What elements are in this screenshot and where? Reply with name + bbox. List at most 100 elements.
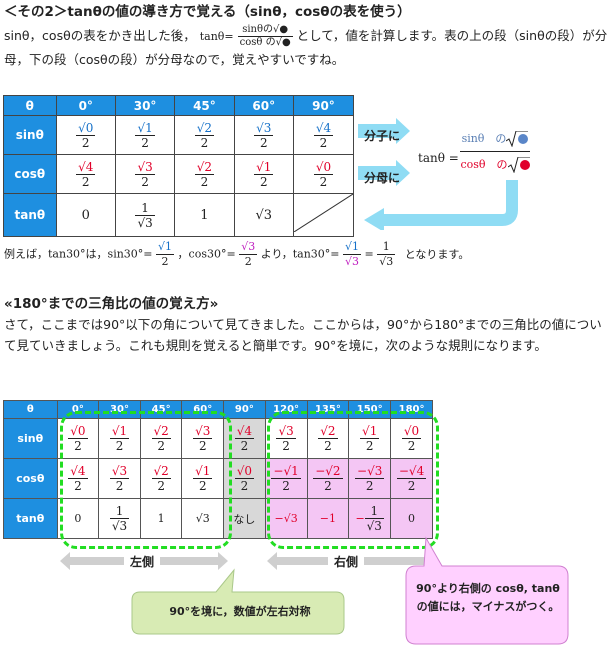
table2-corner: θ	[3, 400, 58, 419]
table1-den: 2	[259, 135, 268, 150]
table2-tan-value: 0	[56, 498, 100, 539]
table2-den: 2	[240, 439, 249, 453]
table2-den: 2	[365, 439, 374, 453]
arrow-right-top-icon	[358, 118, 410, 144]
table1-cos-num: √1	[254, 159, 274, 175]
pink-callout-bubble	[405, 536, 569, 645]
paragraph-2: さて，ここまでは90°以下の角について見てきました。ここからは，90°から180…	[4, 317, 602, 353]
table1-tan-den: √3	[137, 215, 153, 230]
table2-tan-value: 0	[390, 498, 433, 539]
table2-cos-num: √3	[109, 464, 130, 479]
table1-cos-num: √4	[76, 159, 96, 175]
tan-formula-den: cosθ の	[460, 152, 530, 174]
table2-cos-num: √2	[151, 464, 171, 479]
table1-corner: θ	[3, 95, 57, 116]
example-tail: となります。	[404, 247, 470, 261]
table2-cos-num: √0	[234, 464, 255, 479]
table1-angle: 60°	[233, 95, 294, 116]
left-group-outline	[60, 411, 232, 549]
table2-cos-num: −√1	[271, 464, 301, 479]
table2-den: 2	[282, 479, 290, 493]
tan-formula-lhs: tanθ =	[418, 151, 459, 165]
table1-tan90-empty	[292, 193, 355, 237]
example-mid1: ，cos30°=	[177, 247, 236, 261]
example-lead: 例えば，tan30°は，sin30°=	[4, 247, 153, 261]
table2-row-label-tan: tanθ	[3, 498, 58, 539]
table1-cos-num: √3	[135, 159, 155, 175]
table2-sin-num: √4	[234, 424, 255, 439]
example-tan-num: √1	[343, 240, 362, 255]
table1-angle: 90°	[292, 95, 355, 116]
table2-cos-num: −√4	[396, 464, 427, 479]
example-res-num: 1	[377, 240, 396, 255]
intro-paragraph: sinθ，cosθの表をかき出した後， tanθ= sinθの√● cosθ の…	[4, 24, 608, 70]
intro-text-a: sinθ，cosθの表をかき出した後，	[4, 28, 196, 43]
table1-sin-num: √4	[313, 120, 334, 136]
table1-angle: 0°	[55, 95, 116, 116]
table1-tan-value: 0	[55, 193, 116, 237]
table2-den: 2	[74, 479, 82, 493]
example-cos-num: √3	[239, 240, 258, 255]
arrows-diagram	[358, 118, 410, 186]
table1-den: 2	[200, 174, 209, 189]
label-denominator: 分母に	[364, 171, 401, 185]
pink-callout-text: 90°より右側の cosθ, tanθ の値には，マイナスがつく。	[416, 582, 560, 613]
table2-den: 2	[157, 479, 165, 493]
table2-angle: 45°	[139, 400, 183, 419]
example-eq: =	[364, 247, 374, 261]
table2-den: 2	[365, 479, 374, 493]
table1-sin-num: √3	[254, 120, 274, 136]
sqrt-red-dot-icon	[507, 156, 530, 174]
table2-sin-num: √1	[109, 424, 130, 439]
table2-cos-num: −√3	[355, 464, 385, 479]
table1-den: 2	[259, 174, 268, 189]
table1-sin-num: √2	[194, 120, 215, 136]
table1-cos-num: √0	[313, 159, 334, 175]
table2-tan-value: −√3	[264, 498, 308, 539]
table1-angle: 30°	[114, 95, 176, 116]
table2-den: 2	[407, 439, 416, 453]
table2-tan-value: √3	[181, 498, 225, 539]
table2-row-label-cos: cosθ	[3, 458, 58, 499]
section-2-title: ＜その2＞tanθの値の導き方で覚える（sinθ，cosθの表を使う）	[4, 4, 411, 20]
left-side-label: 左側	[124, 553, 161, 570]
table2-cos-num: √4	[68, 464, 88, 479]
table2-angle: 180°	[390, 400, 433, 419]
table2-tan150-sign: −	[355, 512, 365, 525]
table2-den: 2	[157, 439, 165, 453]
tan-formula-fraction: sinθ の cosθ の	[460, 130, 530, 174]
example-cos-den: 2	[244, 255, 252, 268]
table1-cos-num: √2	[194, 159, 215, 175]
table1-sin-num: √1	[135, 120, 155, 136]
table2-den: 2	[198, 479, 207, 493]
table2-sin-num: √2	[318, 424, 338, 439]
table2-sin-num: √0	[68, 424, 88, 439]
label-numerator: 分子に	[364, 129, 401, 143]
table2-row-label-sin: sinθ	[3, 418, 58, 459]
table1-den: 2	[200, 135, 209, 150]
tan-formula-num: sinθ の	[460, 130, 530, 152]
intro-formula-lhs: tanθ=	[199, 30, 234, 43]
sqrt-blue-dot-icon	[506, 130, 529, 148]
table2-den: 2	[74, 439, 82, 453]
table1-tan-value: √3	[233, 193, 294, 237]
table2-den: 2	[115, 439, 124, 453]
table1-den: 2	[319, 135, 328, 150]
right-side-label: 右側	[328, 553, 365, 570]
table2-sin-num: √3	[193, 424, 213, 439]
table2-den: 2	[324, 479, 332, 493]
arrow-right-bottom-icon	[358, 160, 410, 186]
table1-angle: 45°	[174, 95, 235, 116]
intro-formula-num: sinθの√●	[237, 24, 293, 37]
table2-tan-den: √3	[366, 519, 382, 533]
tan-formula-den-text: cosθ の	[460, 158, 508, 171]
right-group-outline	[267, 411, 439, 549]
table2-tan-value: 1	[139, 498, 183, 539]
example-sin-den: 2	[161, 255, 169, 268]
green-callout-bubble	[131, 568, 345, 635]
table2-tan-num: 1	[109, 504, 130, 519]
intro-text-b: として，値を計算します。表の上の段（sinθの段）が分母，下の段（cosθの段）…	[4, 28, 608, 67]
table2-den: 2	[198, 439, 207, 453]
table2-angle: 90°	[223, 400, 266, 419]
